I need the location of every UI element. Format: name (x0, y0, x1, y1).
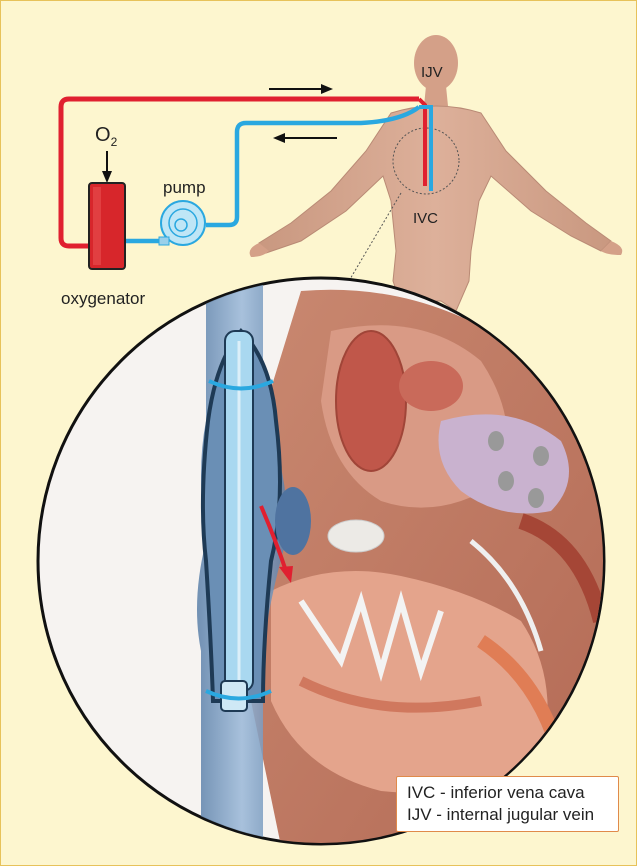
oxygenator-label: oxygenator (61, 289, 145, 308)
legend-ijv: IJV - internal jugular vein (407, 804, 608, 826)
oxygenator (89, 183, 125, 269)
pump-label: pump (163, 178, 206, 197)
legend-box: IVC - inferior vena cava IJV - internal … (396, 776, 619, 832)
ivc-label: IVC (413, 210, 438, 227)
magnified-heart-view (38, 278, 611, 851)
oxygen-input-arrow (102, 151, 112, 183)
ijv-label: IJV (421, 64, 443, 81)
flow-arrow-left (273, 133, 337, 143)
legend-ivc: IVC - inferior vena cava (407, 782, 608, 804)
flow-arrow-right (269, 84, 333, 94)
o2-label: O2 (95, 124, 118, 149)
pump (159, 201, 205, 245)
